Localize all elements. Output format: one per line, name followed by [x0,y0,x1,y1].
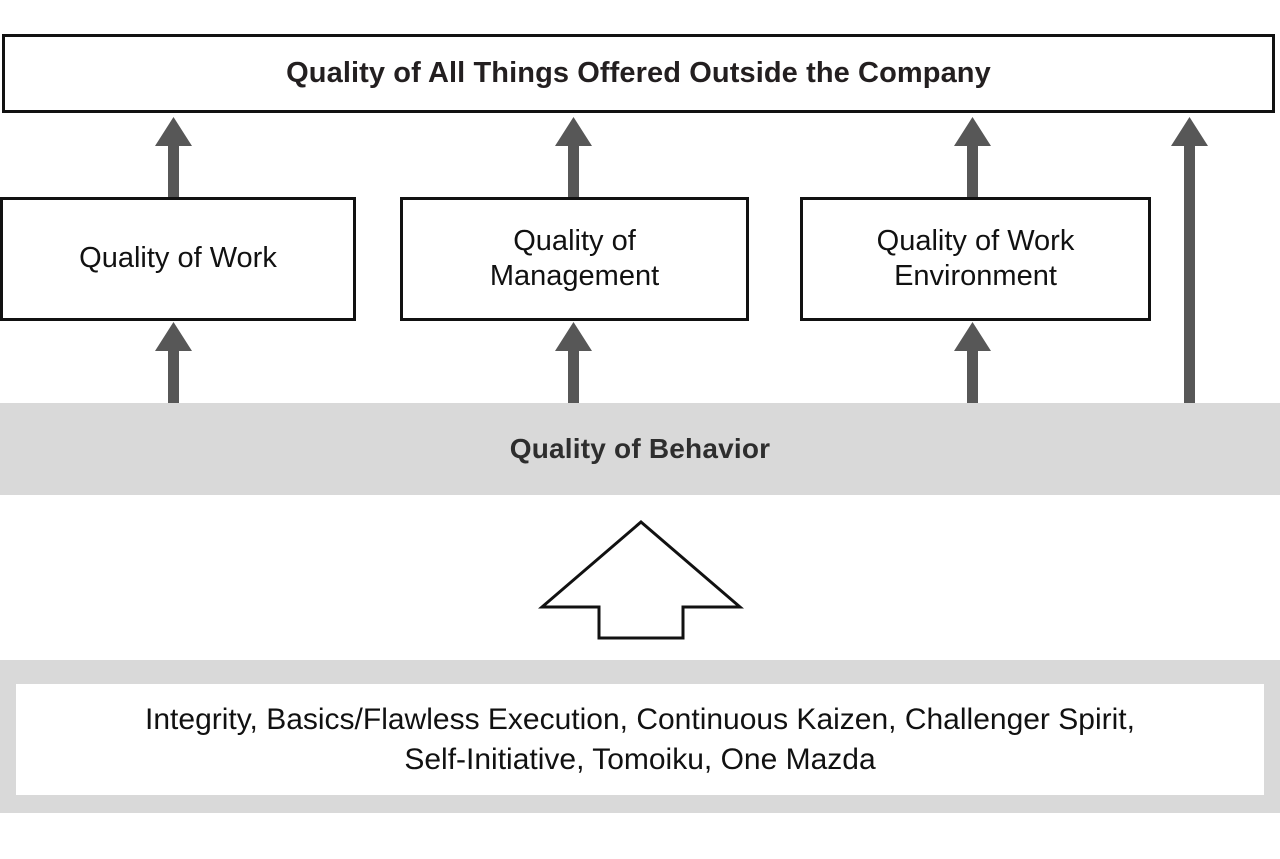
arrow-up-quality-of-work-environment-to-banner [954,117,991,198]
arrow-up-behavior-to-banner-direct [1171,117,1208,404]
arrow-up-behavior-to-quality-of-management [555,322,592,404]
arrow-up-quality-of-work-to-banner [155,117,192,198]
pillar-box-quality-of-work: Quality of Work [0,197,356,321]
values-line-1: Integrity, Basics/Flawless Execution, Co… [145,702,1135,736]
values-panel-inner: Integrity, Basics/Flawless Execution, Co… [16,684,1264,795]
values-line-2: Self-Initiative, Tomoiku, One Mazda [404,742,876,776]
arrow-up-quality-of-management-to-banner [555,117,592,198]
values-panel-text: Integrity, Basics/Flawless Execution, Co… [121,700,1159,780]
values-panel-outer: Integrity, Basics/Flawless Execution, Co… [0,660,1280,813]
arrow-up-behavior-to-quality-of-work [155,322,192,404]
hollow-arrow-up-values-to-behavior [538,518,744,644]
quality-banner-box: Quality of All Things Offered Outside th… [2,34,1275,113]
foundation-band-quality-of-behavior: Quality of Behavior [0,403,1280,495]
arrow-up-behavior-to-quality-of-work-environment [954,322,991,404]
pillar-label-quality-of-work: Quality of Work [79,242,277,275]
foundation-band-label: Quality of Behavior [509,433,771,464]
quality-banner-label: Quality of All Things Offered Outside th… [286,57,991,89]
